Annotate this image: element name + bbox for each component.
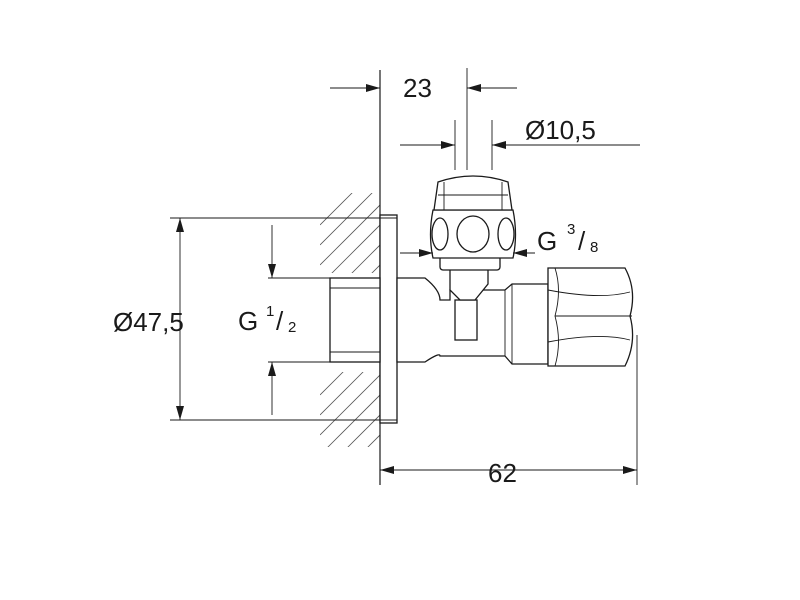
label-62: 62 xyxy=(488,458,517,488)
dim-thread-3-8 xyxy=(400,249,535,257)
label-23: 23 xyxy=(403,73,432,103)
dim-thread-1-2 xyxy=(268,225,330,415)
wall-hatching-bottom xyxy=(320,372,380,447)
nut-flat-left xyxy=(431,217,449,251)
label-thread-1-2-prefix: G xyxy=(238,306,258,336)
label-diameter-10-5: Ø10,5 xyxy=(525,115,596,145)
nut-flat-center xyxy=(456,215,490,253)
rosette-plate xyxy=(379,214,398,424)
outlet-nut xyxy=(547,267,634,367)
dim-62 xyxy=(380,335,638,485)
label-thread-3-8-num: 3 xyxy=(567,221,575,238)
dim-diameter-47-5 xyxy=(170,217,397,421)
label-diameter-47-5: Ø47,5 xyxy=(113,307,184,337)
label-thread-1-2-slash: / xyxy=(276,306,284,336)
label-thread-3-8-slash: / xyxy=(578,226,586,256)
spindle-stem xyxy=(454,299,478,341)
label-thread-1-2-den: 2 xyxy=(288,319,296,336)
dim-23 xyxy=(330,68,517,170)
wall-hatching-top xyxy=(320,193,380,273)
nut-flat-right xyxy=(497,217,515,251)
label-thread-1-2-num: 1 xyxy=(266,303,274,320)
label-thread-3-8-prefix: G xyxy=(537,226,557,256)
inlet-nipple xyxy=(329,277,381,363)
label-thread-3-8-den: 8 xyxy=(590,239,598,256)
top-cap xyxy=(433,175,513,211)
dim-diameter-10-5 xyxy=(400,120,640,170)
